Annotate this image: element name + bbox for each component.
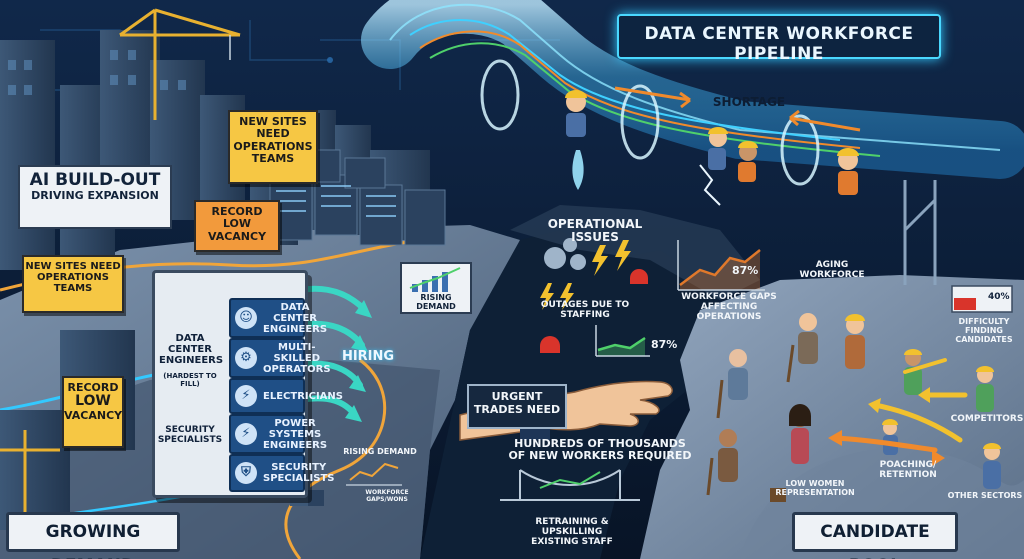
record-low-line3: Vacancy <box>64 408 123 422</box>
growing-demand-label: Growing Demand <box>6 512 180 559</box>
featured-role: Data Center Engineers <box>159 333 224 367</box>
urgent-trades-box: Urgent Trades Need <box>467 384 567 429</box>
role-label: Power Systems Engineers <box>263 417 328 451</box>
lightning-icon: ⚡ <box>235 385 257 407</box>
poaching-label: Poaching/ Retention <box>879 460 937 481</box>
other-sectors-label: Other Sectors <box>947 491 1023 500</box>
low-women-label: Low Women Representation <box>775 479 855 497</box>
hundreds-of-thousands-label: Hundreds of Thousands of New Workers Req… <box>508 437 692 463</box>
hundreds-line1: Hundreds of Thousands <box>514 437 686 450</box>
engineer-icon: ☺ <box>235 307 257 329</box>
retraining-line2: Existing Staff <box>531 537 613 548</box>
difficulty-label: Difficulty Finding Candidates <box>955 317 1013 344</box>
page-title: Data Center Workforce Pipeline <box>644 24 914 64</box>
role-item: ⚡ Power Systems Engineers <box>229 414 327 454</box>
workforce-gaps-label: Workforce Gaps Affecting Operations <box>681 292 777 323</box>
difficulty-value: 40% <box>988 292 1010 302</box>
power-icon: ⚡ <box>235 423 257 445</box>
rising-demand-sign-label: Rising Demand <box>416 293 456 311</box>
ai-buildout-line1: AI Build-Out <box>29 170 161 190</box>
operational-issues-label: Operational Issues <box>547 217 643 245</box>
role-label: Security Specialists <box>263 462 335 484</box>
record-low-line1: Record <box>67 381 119 394</box>
shortage-label: Shortage <box>712 95 786 109</box>
hiring-label: Hiring <box>341 349 395 364</box>
record-low-vacancy-sign-left: Record Low Vacancy <box>62 376 124 448</box>
outage-value: 87% <box>651 338 678 351</box>
rising-demand-small: Rising Demand <box>343 447 417 456</box>
featured-role-note: (Hardest to Fill) <box>163 372 217 388</box>
role-label: Electricians <box>263 390 343 402</box>
rising-demand-chart-icon <box>409 267 461 292</box>
ai-buildout-line2: Driving Expansion <box>31 189 159 203</box>
new-sites-sign-left: New Sites Need Operations Teams <box>22 255 124 313</box>
operator-icon: ⚙ <box>235 347 257 369</box>
role-item: ⛨ Security Specialists <box>229 454 334 492</box>
candidate-pool-label: Candidate Pool <box>792 512 958 559</box>
rising-demand-sign: Rising Demand <box>400 262 472 314</box>
featured-security: Security Specialists <box>157 425 223 446</box>
shield-icon: ⛨ <box>235 462 257 484</box>
retraining-line1: Retraining & Upskilling <box>535 517 609 538</box>
role-label: Multi-Skilled Operators <box>263 341 331 375</box>
role-item: ⚙ Multi-Skilled Operators <box>229 338 331 378</box>
role-label: Data Center Engineers <box>263 301 328 335</box>
record-low-vacancy-sign-top: Record Low Vacancy <box>194 200 280 252</box>
role-item: ☺ Data Center Engineers <box>229 298 327 338</box>
record-low-line2: Low <box>75 393 111 410</box>
role-item: ⚡ Electricians <box>229 378 343 414</box>
hundreds-line2: of New Workers Required <box>508 449 692 463</box>
workforce-gaps-small: Workforce Gaps/Wons <box>365 489 409 503</box>
outages-label: Outages Due to Staffing <box>540 300 630 321</box>
new-sites-sign-top: New Sites Need Operations Teams <box>228 110 318 184</box>
retraining-label: Retraining & Upskilling Existing Staff <box>510 517 634 547</box>
title-banner: Data Center Workforce Pipeline <box>617 14 941 64</box>
workforce-gap-value: 87% <box>732 264 759 277</box>
ai-buildout-sign: AI Build-Out Driving Expansion <box>18 165 172 229</box>
aging-workforce-label: Aging Workforce <box>799 260 865 281</box>
competitors-label: Competitors <box>950 414 1024 424</box>
